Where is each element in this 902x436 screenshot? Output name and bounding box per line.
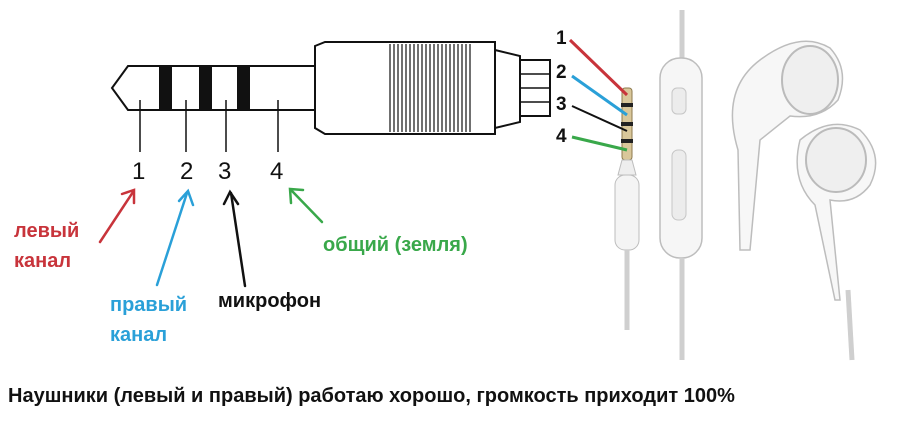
pin-number-1: 1 bbox=[132, 158, 146, 185]
pin-number-4: 4 bbox=[270, 158, 284, 185]
photo-pin-number-4: 4 bbox=[556, 126, 567, 147]
pin-number-3: 3 bbox=[218, 158, 232, 185]
label-microphone: микрофон bbox=[218, 290, 322, 312]
pin-number-2: 2 bbox=[180, 158, 194, 185]
label-right-channel-line1: правый bbox=[110, 294, 188, 316]
label-left-channel-line2: канал bbox=[14, 250, 72, 272]
label-arrows bbox=[98, 187, 324, 288]
photo-pointer-4 bbox=[571, 135, 628, 152]
label-right-channel-line2: канал bbox=[110, 324, 168, 346]
insulator-ring-3 bbox=[237, 65, 250, 111]
arrow-microphone bbox=[222, 189, 247, 288]
plug-grip-ridges bbox=[389, 44, 471, 132]
arrow-right-channel bbox=[155, 188, 195, 287]
plug-collar bbox=[314, 41, 496, 135]
photo-pointer-1 bbox=[568, 38, 629, 97]
label-left-channel-line1: левый bbox=[14, 220, 80, 242]
insulator-ring-1 bbox=[161, 65, 172, 111]
photo-pointer-3 bbox=[571, 105, 628, 132]
pin-leader-lines bbox=[139, 100, 279, 152]
label-ground: общий (земля) bbox=[323, 234, 468, 256]
arrow-ground bbox=[288, 187, 324, 224]
headset-illustration bbox=[568, 10, 877, 361]
label-right-channel: правый канал bbox=[110, 290, 187, 350]
plug-strain-relief bbox=[494, 48, 521, 130]
photo-pin-number-3: 3 bbox=[556, 94, 567, 115]
label-left-channel: левый канал bbox=[14, 216, 79, 276]
plug-tip bbox=[110, 65, 161, 111]
photo-pin-number-2: 2 bbox=[556, 62, 567, 83]
arrow-left-channel bbox=[98, 188, 136, 244]
photo-pin-number-1: 1 bbox=[556, 28, 567, 49]
trrs-plug-drawing bbox=[110, 41, 551, 135]
photo-pointer-2 bbox=[571, 74, 628, 117]
caption-text: Наушники (левый и правый) работаю хорошо… bbox=[8, 385, 735, 407]
insulator-ring-2 bbox=[199, 65, 212, 111]
